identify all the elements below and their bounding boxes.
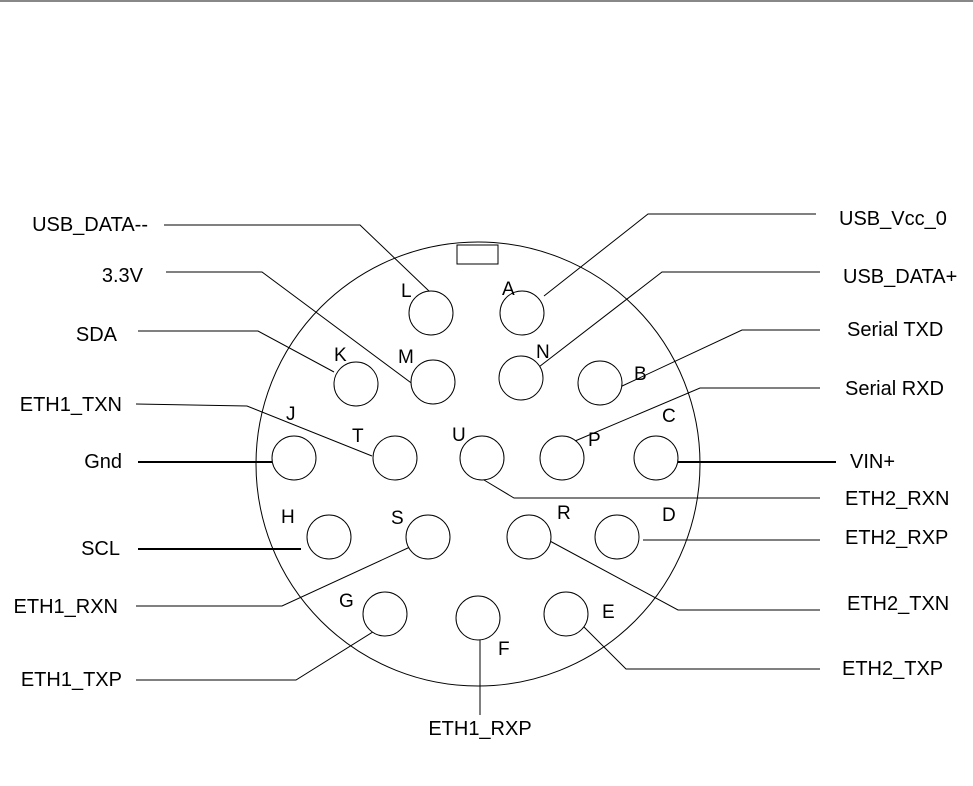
signal-label-R: ETH2_TXN [847,593,949,615]
pin-R [507,515,551,559]
leader-line-T [136,404,372,456]
signal-label-S: ETH1_RXN [14,596,118,618]
signal-label-U: ETH2_RXN [845,488,949,510]
pin-letter-S: S [391,508,404,529]
signal-label-B: Serial TXD [847,319,943,341]
pin-letter-U: U [452,425,466,446]
leader-line-K [138,331,334,372]
pin-letter-B: B [634,364,647,385]
signal-label-H: SCL [81,538,120,560]
pin-letter-L: L [401,281,412,302]
pin-P [540,436,584,480]
leader-line-U [484,480,820,498]
pin-letter-J: J [286,404,296,425]
pin-letter-N: N [536,342,550,363]
pin-letter-K: K [334,345,347,366]
leader-line-R [548,540,820,610]
signal-label-K: SDA [76,324,118,346]
pin-letter-C: C [662,406,676,427]
pin-letter-D: D [662,505,676,526]
pin-G [363,592,407,636]
pin-C [634,436,678,480]
pin-S [406,515,450,559]
signal-label-P: Serial RXD [845,378,944,400]
pin-letter-M: M [398,347,414,368]
leader-line-G [136,620,392,680]
pin-U [460,436,504,480]
pin-B [578,361,622,405]
signal-label-A: USB_Vcc_0 [839,208,947,230]
leader-line-B [620,330,820,387]
leader-line-A [544,214,816,296]
signal-label-L: USB_DATA-- [32,214,148,236]
signal-label-G: ETH1_TXP [21,669,122,691]
pin-J [272,436,316,480]
pin-letter-P: P [588,430,601,451]
pin-letter-A: A [502,279,515,300]
pin-D [595,515,639,559]
pin-L [409,291,453,335]
pin-M [411,360,455,404]
signal-label-J: Gnd [84,451,122,473]
pin-F [456,596,500,640]
signal-label-D: ETH2_RXP [845,527,948,549]
pin-H [307,515,351,559]
signal-label-N: USB_DATA+ [843,266,957,288]
signal-label-T: ETH1_TXN [20,394,122,416]
pin-letter-R: R [557,503,571,524]
pin-T [373,436,417,480]
pin-letter-E: E [602,602,615,623]
leader-line-S [136,547,410,606]
signal-label-C: VIN+ [850,451,895,473]
signal-label-F: ETH1_RXP [428,718,531,740]
leader-line-E [582,625,820,669]
pin-letter-H: H [281,507,295,528]
pin-letter-F: F [498,639,510,660]
pin-E [544,592,588,636]
pin-letter-T: T [352,426,364,447]
leader-line-M [166,272,414,385]
leader-line-L [164,225,430,292]
signal-label-E: ETH2_TXP [842,658,943,680]
pin-letter-G: G [339,591,354,612]
pin-K [334,362,378,406]
leader-line-N [535,272,820,370]
keyway-notch [457,245,498,264]
signal-label-M: 3.3V [102,265,144,287]
